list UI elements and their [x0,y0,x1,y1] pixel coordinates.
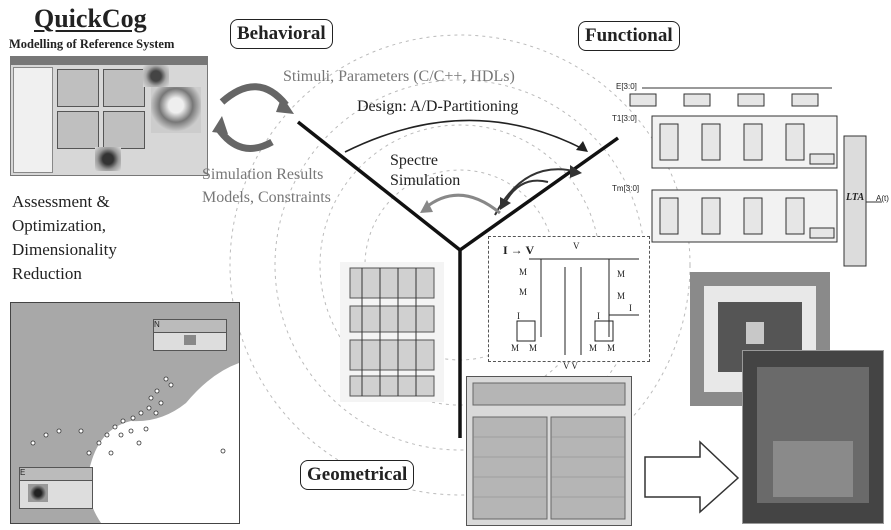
chip-cell-3 [57,111,99,149]
cycle-arrow-top [219,83,289,108]
design-text: Design: A/D-Partitioning [357,98,519,115]
floorplan-image [466,376,632,526]
spectre-arc-1 [504,179,549,204]
tm-label: Tm[3:0] [612,184,640,193]
mn1-label: M [511,343,520,353]
circuit-schematic: I → V V M M M M I I M M M M I V V [488,236,650,371]
big-arrow-icon [644,440,740,514]
vref-label: V [573,241,580,251]
in2-label: I [597,311,600,321]
quickcog-screenshot [10,56,208,176]
floating-window-e[interactable]: E [19,467,93,509]
file-tree [13,67,53,173]
scatter-plot-panel: N E [10,302,240,524]
assessment-text: Assessment & Optimization, Dimensionalit… [12,192,117,283]
spectre-text: Spectre [390,152,438,169]
chip-die-photo [742,350,884,524]
return-arc [424,193,501,215]
mp4-label: M [617,269,626,279]
in1-label: I [517,311,520,321]
design-arrowhead [576,141,588,152]
models-text: Models, Constraints [202,189,331,206]
behavioral-label: Behavioral [230,19,333,49]
geometrical-label: Geometrical [300,460,415,490]
iout-label: I [629,303,632,313]
functional-block-diagram: E[3:0] T1[3:0] Tm[3:0] LTA A(t) [612,82,891,270]
thumbnail-image [95,147,121,171]
design-arc [344,119,586,153]
mp2-label: M [519,287,528,297]
functional-label: Functional [578,21,680,51]
behavioral-axis [296,120,462,252]
mp1-label: M [519,267,528,277]
iv-label: I → V [503,243,535,257]
mn4-label: M [607,343,616,353]
results-text: Simulation Results [202,166,324,183]
simulation-text: Simulation [390,172,461,189]
quickcog-subtitle: Modelling of Reference System [9,37,175,51]
thumbnail-image [143,65,169,87]
mn2-label: M [529,343,538,353]
layout-image [340,262,444,402]
window-titlebar [11,57,207,65]
chip-cell-1 [57,69,99,107]
mn3-label: M [589,343,598,353]
floating-window-n[interactable]: N [153,319,227,351]
output-label: A(t) [876,194,889,203]
functional-axis [458,136,620,252]
chip-cell-2 [103,69,145,107]
e-label: E[3:0] [616,82,637,91]
surface-plot-image [151,87,201,133]
cycle-arrow-bottom [215,125,274,152]
t1-label: T1[3:0] [612,114,637,123]
stimuli-text: Stimuli, Parameters (C/C++, HDLs) [283,68,515,85]
quickcog-title: QuickCog [34,4,147,33]
mp3-label: M [617,291,626,301]
chip-cell-4 [103,111,145,149]
lta-label: LTA [846,192,865,203]
spectre-arc-2 [494,168,579,216]
v1v2-label: V V [563,361,578,371]
